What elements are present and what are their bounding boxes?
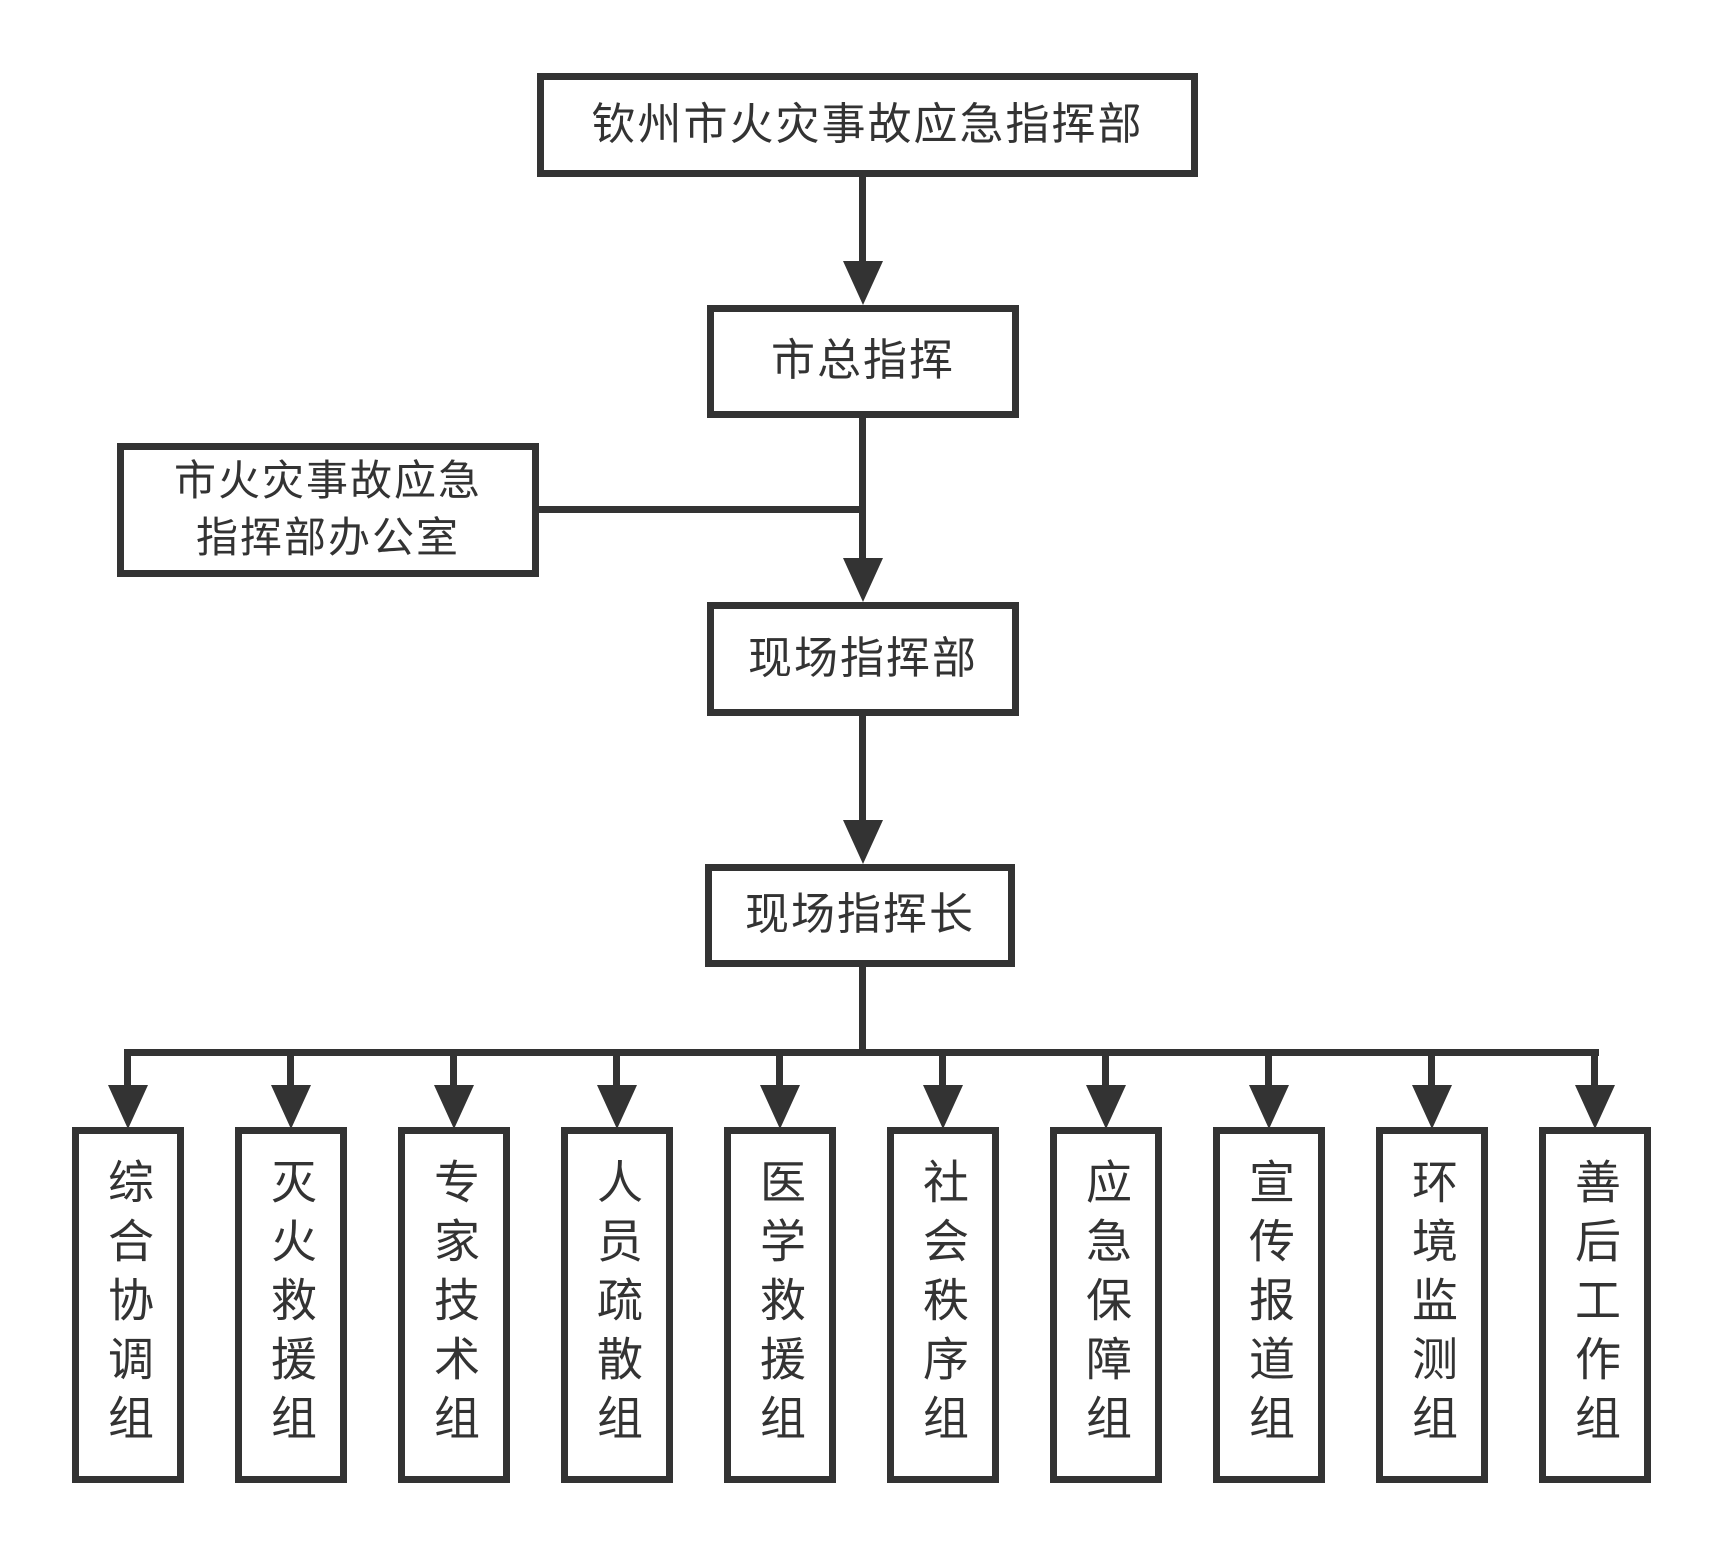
branch-arrowhead-5 [760, 1085, 800, 1129]
arrowhead-chief-sitehq [843, 558, 883, 602]
node-office-label: 市火灾事故应急 指挥部办公室 [174, 453, 482, 566]
distribution-line [124, 1049, 1599, 1056]
node-group-6-label: 社会秩序组 [917, 1157, 969, 1453]
node-group-6: 社会秩序组 [887, 1127, 999, 1483]
node-group-2-label: 灭火救援组 [265, 1157, 317, 1453]
node-group-2: 灭火救援组 [235, 1127, 347, 1483]
node-site-chief-label: 现场指挥长 [745, 890, 975, 940]
node-group-1: 综合协调组 [72, 1127, 184, 1483]
node-group-5: 医学救援组 [724, 1127, 836, 1483]
branch-stub-8 [1265, 1049, 1272, 1087]
branch-arrowhead-2 [271, 1085, 311, 1129]
connector-root-chief [859, 177, 866, 261]
branch-stub-6 [939, 1049, 946, 1087]
branch-arrowhead-9 [1412, 1085, 1452, 1129]
node-group-9: 环境监测组 [1376, 1127, 1488, 1483]
node-group-10: 善后工作组 [1539, 1127, 1651, 1483]
node-group-7-label: 应急保障组 [1080, 1157, 1132, 1453]
connector-sitehq-sitechief [859, 716, 866, 820]
node-group-10-label: 善后工作组 [1569, 1157, 1621, 1453]
node-group-3: 专家技术组 [398, 1127, 510, 1483]
branch-stub-9 [1428, 1049, 1435, 1087]
branch-stub-7 [1102, 1049, 1109, 1087]
branch-arrowhead-4 [597, 1085, 637, 1129]
node-group-4-label: 人员疏散组 [591, 1157, 643, 1453]
connector-sitechief-distribution [859, 967, 866, 1054]
node-group-3-label: 专家技术组 [428, 1157, 480, 1453]
arrowhead-sitehq-sitechief [843, 820, 883, 864]
node-chief: 市总指挥 [707, 305, 1019, 418]
node-site-chief: 现场指挥长 [705, 864, 1015, 967]
branch-arrowhead-7 [1086, 1085, 1126, 1129]
node-group-5-label: 医学救援组 [754, 1157, 806, 1453]
branch-stub-5 [776, 1049, 783, 1087]
connector-chief-sitehq [859, 418, 866, 558]
branch-stub-2 [287, 1049, 294, 1087]
node-group-8: 宣传报道组 [1213, 1127, 1325, 1483]
branch-stub-10 [1591, 1049, 1598, 1087]
node-group-9-label: 环境监测组 [1406, 1157, 1458, 1453]
branch-arrowhead-10 [1575, 1085, 1615, 1129]
connector-office-mainline [539, 506, 863, 513]
node-group-1-label: 综合协调组 [102, 1157, 154, 1453]
branch-arrowhead-3 [434, 1085, 474, 1129]
node-root: 钦州市火灾事故应急指挥部 [537, 73, 1198, 177]
node-office-line1: 市火灾事故应急 [173, 457, 482, 505]
branch-arrowhead-1 [108, 1085, 148, 1129]
branch-arrowhead-8 [1249, 1085, 1289, 1129]
node-office: 市火灾事故应急 指挥部办公室 [117, 443, 539, 577]
branch-stub-1 [124, 1049, 131, 1087]
node-chief-label: 市总指挥 [771, 336, 955, 386]
node-group-8-label: 宣传报道组 [1243, 1157, 1295, 1453]
branch-arrowhead-6 [923, 1085, 963, 1129]
node-office-line2: 指挥部办公室 [195, 514, 460, 561]
branch-stub-3 [450, 1049, 457, 1087]
node-root-label: 钦州市火灾事故应急指挥部 [591, 99, 1144, 149]
node-site-hq: 现场指挥部 [707, 602, 1019, 716]
branch-stub-4 [613, 1049, 620, 1087]
arrowhead-root-chief [843, 261, 883, 305]
node-group-7: 应急保障组 [1050, 1127, 1162, 1483]
node-group-4: 人员疏散组 [561, 1127, 673, 1483]
node-site-hq-label: 现场指挥部 [748, 633, 978, 683]
